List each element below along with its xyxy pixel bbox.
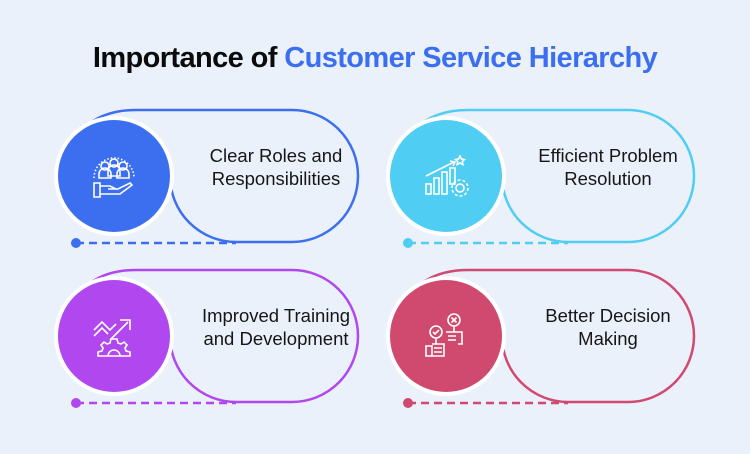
icon-circle: [390, 120, 502, 232]
card-label-line1: Efficient Problem: [538, 145, 678, 166]
icon-circle: [58, 280, 170, 392]
icon-circle: [390, 280, 502, 392]
card-label-line1: Clear Roles and: [209, 145, 343, 166]
growth-chart-gear-icon: [425, 154, 469, 197]
card-label-line2: Making: [578, 328, 638, 349]
card-label-line2: and Development: [203, 328, 349, 349]
title-prefix: Importance of: [92, 42, 285, 74]
card-frame: [398, 108, 696, 248]
title-highlight: Customer Service Hierarchy: [284, 42, 658, 74]
card-label-line2: Resolution: [564, 168, 652, 189]
card-label-line1: Improved Training: [201, 305, 351, 326]
card-label-line2: Responsibilities: [211, 168, 341, 189]
card-frame: [66, 268, 360, 408]
icon-circle: [58, 120, 170, 232]
page-title: Importance of Customer Service Hierarchy: [0, 42, 750, 75]
card-label-line1: Better Decision: [545, 305, 671, 326]
team-hand-icon: [93, 157, 135, 198]
growth-arrow-gear-icon: [93, 319, 131, 357]
card-frame: [66, 108, 360, 248]
card-frame: [398, 268, 696, 408]
decision-hands-icon: [425, 313, 463, 357]
